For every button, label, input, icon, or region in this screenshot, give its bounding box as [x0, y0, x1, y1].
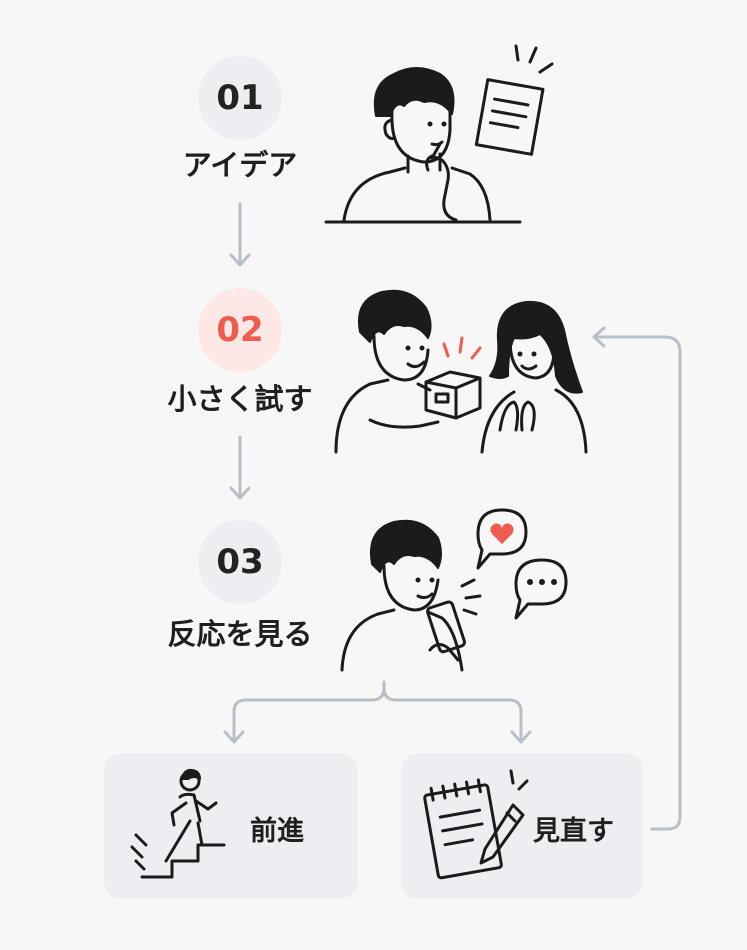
notebook-pencil-icon — [423, 769, 529, 880]
arrow-02-to-03 — [229, 435, 251, 500]
step-number-01: 01 — [198, 56, 282, 140]
thinking-person-illustration — [324, 44, 554, 224]
outcome-card-forward: 前進 — [104, 753, 358, 899]
step-number-02: 02 — [198, 288, 282, 372]
climbing-stairs-icon — [130, 768, 226, 879]
outcome-label-revise: 見直す — [533, 816, 614, 847]
step-label-try-small: 小さく試す — [167, 382, 313, 416]
arrow-01-to-02 — [229, 202, 251, 267]
checking-phone-illustration — [340, 508, 568, 672]
outcome-card-revise: 見直す — [401, 753, 643, 899]
step-label-see-reaction: 反応を見る — [167, 617, 313, 651]
step-number-03: 03 — [198, 520, 282, 604]
step-label-idea: アイデア — [182, 148, 298, 182]
showing-prototype-illustration — [334, 289, 588, 454]
feedback-loop-arrow — [592, 326, 682, 831]
outcome-label-forward: 前進 — [250, 816, 304, 847]
branch-arrows — [223, 680, 532, 744]
